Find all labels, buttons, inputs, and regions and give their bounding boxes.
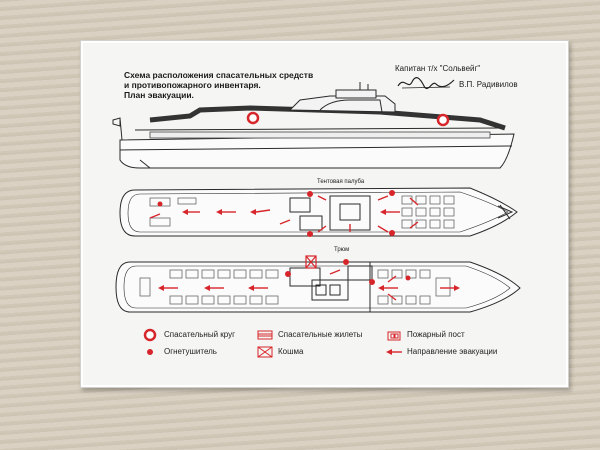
legend-extinguisher-label: Огнетушитель	[164, 347, 217, 356]
title-line-1: Схема расположения спасательных средств	[124, 70, 314, 80]
upper-deck-label: Тентовая палуба	[317, 179, 365, 185]
fire-post-icon	[387, 331, 401, 341]
legend-felt-blanket: Кошма	[278, 347, 303, 356]
legend-evac-direction: Направление эвакуации	[407, 347, 497, 356]
legend-felt-blanket-label: Кошма	[278, 347, 304, 356]
plan-title: Схема расположения спасательных средств …	[124, 70, 364, 100]
life-ring-icon	[143, 328, 157, 342]
legend-life-vests-label: Спасательные жилеты	[278, 330, 363, 339]
hold-deck-plan	[115, 261, 521, 313]
legend-life-ring-label: Спасательный круг	[164, 330, 236, 339]
evac-direction-icon	[386, 349, 402, 355]
hold-extinguishers	[285, 259, 411, 285]
hold-felt-blanket	[305, 255, 317, 269]
hold-evac-arrows	[158, 269, 460, 301]
ship-side-view	[112, 82, 515, 169]
hold-label: Трюм	[334, 247, 350, 253]
legend-fire-post-label: Пожарный пост	[407, 330, 465, 339]
life-vests-icon	[257, 330, 273, 340]
extinguisher-icon	[147, 349, 153, 355]
legend-life-vests: Спасательные жилеты	[278, 330, 362, 339]
legend-extinguisher: Огнетушитель	[164, 347, 217, 356]
upper-deck-plan	[119, 187, 518, 237]
legend-life-ring: Спасательный круг	[164, 330, 235, 339]
side-view-life-rings	[246, 111, 450, 127]
signature-icon	[397, 77, 455, 90]
upper-deck-extinguishers	[157, 190, 395, 237]
captain-name: В.П. Радивилов	[459, 80, 518, 89]
legend-symbols	[143, 328, 402, 358]
legend-evac-direction-label: Направление эвакуации	[407, 347, 498, 356]
upper-deck-evac-arrows	[149, 195, 419, 233]
title-line-2: и противопожарного инвентаря.	[124, 80, 261, 90]
captain-label: Капитан т/х "Сольвейг"	[395, 64, 481, 73]
felt-blanket-icon	[257, 346, 273, 358]
title-line-3: План эвакуации.	[124, 90, 194, 100]
legend-fire-post: Пожарный пост	[407, 330, 465, 339]
